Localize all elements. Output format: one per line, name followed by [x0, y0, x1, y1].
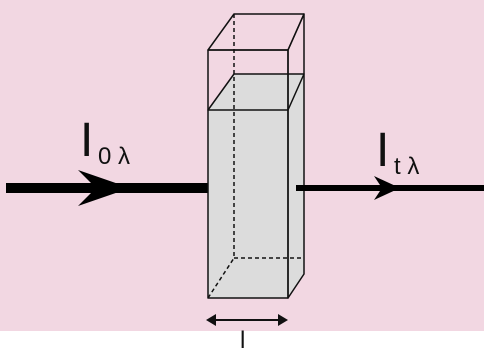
transmitted-arrow-icon [374, 176, 400, 200]
incident-intensity-symbol: I [80, 114, 93, 167]
incident-beam [6, 170, 210, 206]
cuvette-hidden-diagonal-edge [207, 257, 235, 299]
cuvette [207, 13, 305, 299]
incident-arrow-icon [78, 170, 130, 206]
transmitted-beam [296, 176, 484, 200]
transmitted-intensity-subscript: t λ [394, 153, 419, 180]
transmitted-intensity-symbol: I [376, 124, 389, 177]
path-length-label: l [240, 327, 245, 351]
dimension-left-arrow-icon [206, 314, 216, 326]
path-length-dimension [206, 314, 288, 326]
dimension-right-arrow-icon [278, 314, 288, 326]
incident-intensity-subscript: 0 λ [98, 143, 130, 170]
cuvette-liquid [208, 74, 304, 298]
cuvette-side-face [287, 13, 305, 299]
liquid-surface [207, 73, 305, 111]
